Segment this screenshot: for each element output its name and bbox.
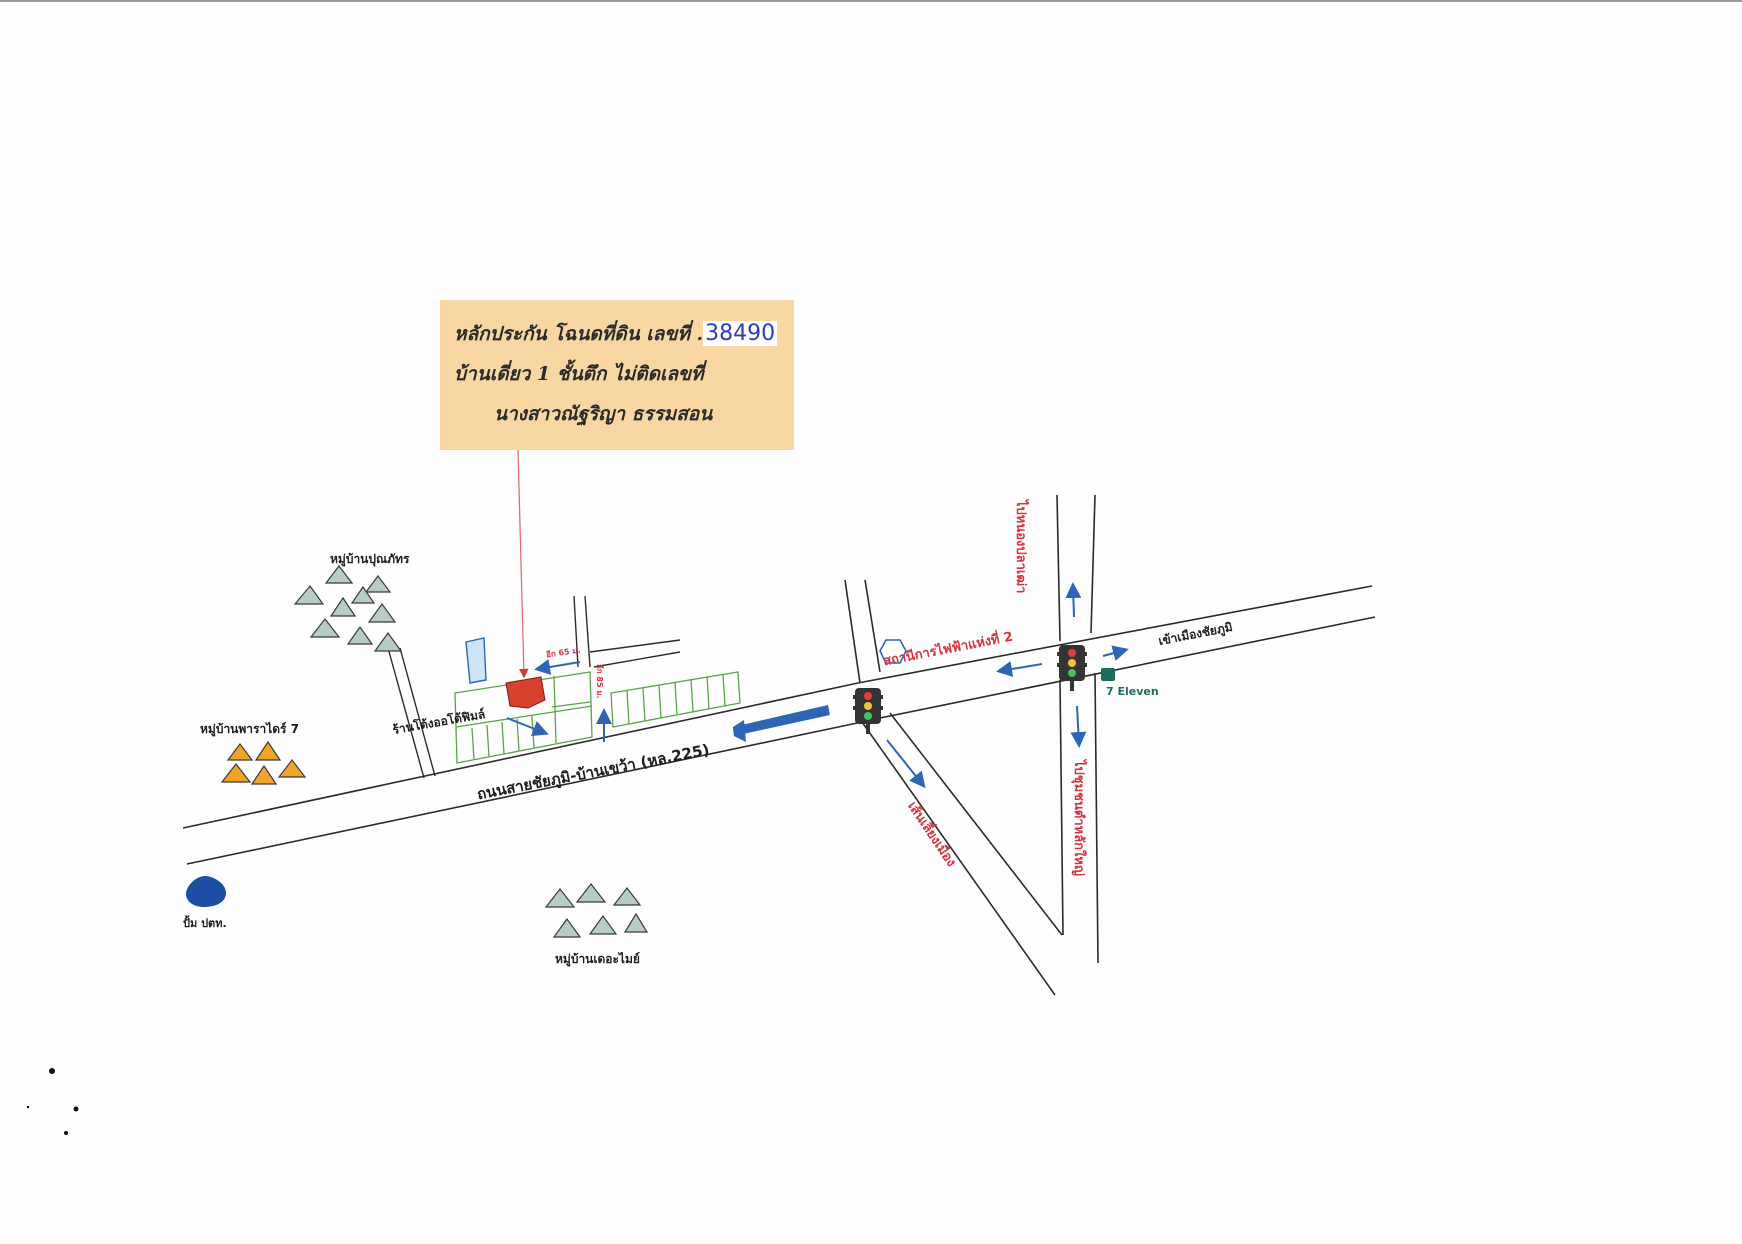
- village-punnaphat-label: หมู่บ้านปุณภัทร: [330, 552, 410, 566]
- pump-station-icon: [186, 876, 226, 907]
- main-arrow-head: [733, 720, 746, 742]
- deed-number: 38490: [703, 321, 778, 346]
- village-paradise-label: หมู่บ้านพาราไดร์ 7: [200, 722, 300, 736]
- soi-roads: [387, 595, 681, 779]
- traffic-light-icon: [1057, 645, 1087, 691]
- target-house-marker: [505, 676, 546, 709]
- seven-eleven-label: 7 Eleven: [1106, 685, 1159, 698]
- village-the-mine-icons: [544, 883, 649, 938]
- deed-label: หลักประกัน โฉนดที่ดิน เลขที่ .: [454, 323, 704, 345]
- pond-icon: [465, 637, 487, 684]
- to-north-label: ไปหนองปลาเฒ่า: [1013, 500, 1028, 594]
- direction-arrows: [506, 582, 1129, 789]
- info-line-3: นางสาวณัฐริญา ธรรมสอน: [494, 403, 713, 425]
- to-south-label: ไปชุมชนตำหลักใหญ่: [1071, 760, 1086, 877]
- village-the-mine-label: หมู่บ้านเดอะไมย์: [555, 952, 640, 966]
- power-station-icon: [879, 639, 907, 664]
- soi-distance-vertical: อีก 85 ม.: [595, 664, 604, 699]
- pointer-line: [517, 449, 529, 679]
- traffic-light-icon: [853, 688, 883, 734]
- collateral-info-box: หลักประกัน โฉนดที่ดิน เลขที่ .38490 บ้าน…: [440, 300, 794, 450]
- pump-label: ปั้ม ปตท.: [183, 917, 227, 930]
- scan-specks: [26, 1068, 79, 1135]
- bypass-road: [844, 579, 1063, 996]
- north-south-road: [1056, 494, 1099, 964]
- seven-eleven-icon: [1101, 668, 1115, 681]
- building-row-left: [454, 671, 593, 764]
- building-row-right: [610, 671, 741, 728]
- village-punnaphat-icons: [293, 565, 403, 652]
- main-arrow-body: [733, 705, 830, 736]
- main-road: [182, 585, 1376, 865]
- village-paradise-icons: [220, 740, 307, 785]
- info-line-1: หลักประกัน โฉนดที่ดิน เลขที่ .38490: [454, 314, 780, 354]
- info-line-2: บ้านเดี่ยว 1 ชั้นตึก ไม่ติดเลขที่: [454, 363, 704, 385]
